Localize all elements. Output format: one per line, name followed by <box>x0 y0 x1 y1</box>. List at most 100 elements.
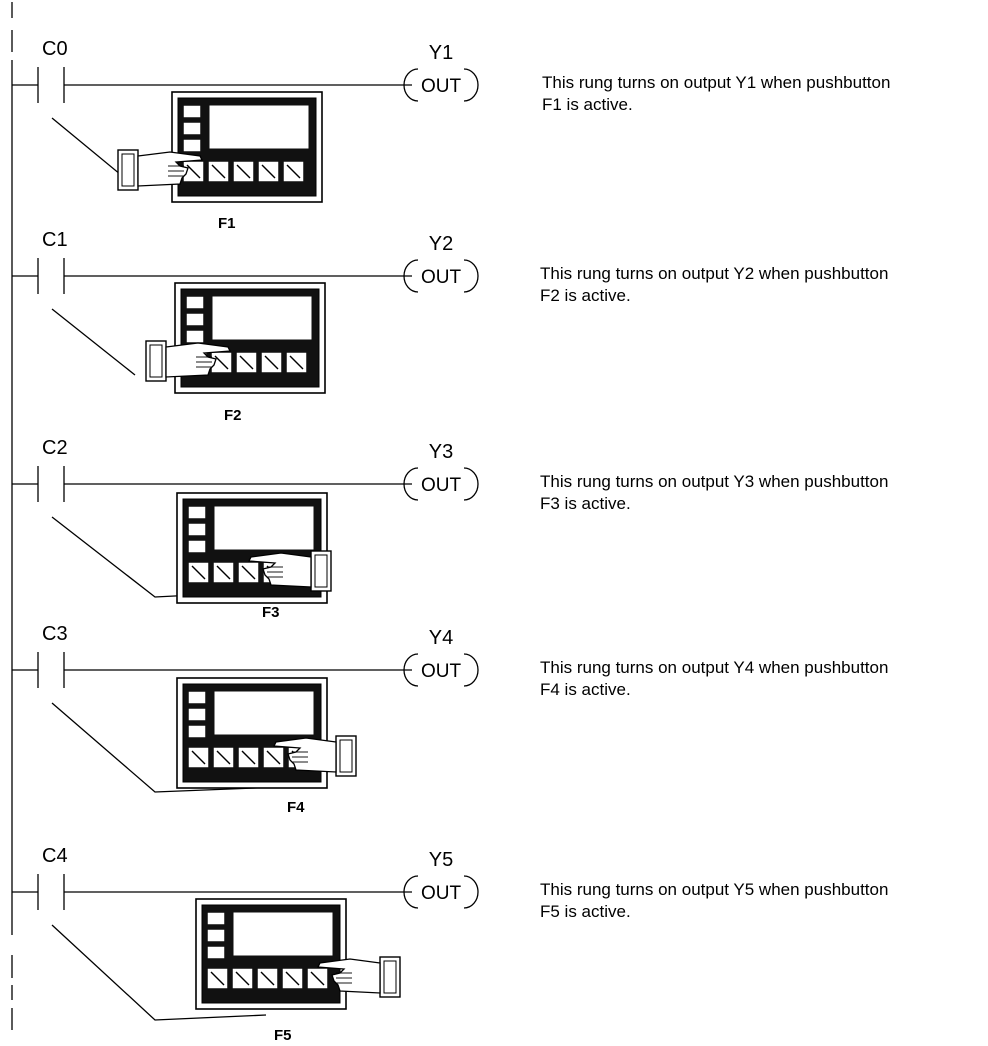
panel-key-mark <box>216 565 231 580</box>
panel-key-mark <box>214 355 229 370</box>
rung-note-line-1: This rung turns on output Y5 when pushbu… <box>540 880 888 899</box>
contact-label: C1 <box>42 229 68 251</box>
hand-cuff-band <box>339 739 353 773</box>
panel-key-mark <box>211 164 226 179</box>
panel-key-mark <box>236 164 251 179</box>
coil-right-arc <box>463 467 479 501</box>
hand-cuff <box>379 956 401 998</box>
hand-cuff-band <box>383 960 397 994</box>
coil-right-arc <box>463 259 479 293</box>
coil-left-arc <box>403 467 419 501</box>
panel-key-mark <box>239 355 254 370</box>
coil-right-arc <box>463 68 479 102</box>
contact-label: C2 <box>42 437 68 459</box>
hand-cuff-band <box>149 344 163 378</box>
panel-key-mark <box>310 971 325 986</box>
hand-icon <box>145 340 232 382</box>
panel-led <box>188 506 206 519</box>
function-key-label: F3 <box>262 604 280 621</box>
panel-led <box>188 725 206 738</box>
operator-panel-icon <box>171 91 323 203</box>
hand-icon <box>272 735 357 777</box>
coil-text: OUT <box>421 475 462 496</box>
coil-label: Y2 <box>429 233 453 255</box>
coil-label: Y1 <box>429 42 453 64</box>
rung-note-line-1: This rung turns on output Y2 when pushbu… <box>540 264 888 283</box>
rung-note-line-1: This rung turns on output Y1 when pushbu… <box>542 73 890 92</box>
hand-cuff-band <box>314 554 328 588</box>
panel-display <box>214 506 314 550</box>
leader-line <box>51 308 136 376</box>
hand-icon <box>316 956 401 998</box>
coil-text: OUT <box>421 267 462 288</box>
rung-note-line-1: This rung turns on output Y3 when pushbu… <box>540 472 888 491</box>
contact-label: C4 <box>42 845 68 867</box>
hand-cuff-band <box>121 153 135 187</box>
panel-led <box>188 708 206 721</box>
hand-shape <box>137 151 204 187</box>
operator-panel-icon <box>195 898 347 1010</box>
panel-display <box>214 691 314 735</box>
coil-text: OUT <box>421 883 462 904</box>
coil-left-arc <box>403 875 419 909</box>
panel-key-mark <box>191 750 206 765</box>
panel-led <box>188 523 206 536</box>
hand-shape <box>316 958 381 994</box>
coil-left-arc <box>403 653 419 687</box>
operator-panel-icon <box>176 677 328 789</box>
hand-icon <box>117 149 204 191</box>
panel-display <box>212 296 312 340</box>
hand-cuff <box>117 149 139 191</box>
hand-cuff <box>310 550 332 592</box>
panel-key-mark <box>235 971 250 986</box>
hand-cuff <box>145 340 167 382</box>
panel-led <box>186 330 204 343</box>
panel-led <box>207 946 225 959</box>
coil-right-arc <box>463 653 479 687</box>
panel-key-mark <box>210 971 225 986</box>
function-key-label: F4 <box>287 799 305 816</box>
function-key-label: F1 <box>218 215 236 232</box>
function-key-label: F5 <box>274 1027 292 1044</box>
panel-key-mark <box>286 164 301 179</box>
coil-label: Y4 <box>429 627 453 649</box>
panel-led <box>188 540 206 553</box>
rung-note-line-2: F4 is active. <box>540 680 631 699</box>
panel-key-mark <box>266 750 281 765</box>
panel-key-mark <box>289 355 304 370</box>
coil-left-arc <box>403 259 419 293</box>
leader-line <box>51 924 267 1021</box>
panel-display <box>233 912 333 956</box>
panel-key-mark <box>216 750 231 765</box>
function-key-label: F2 <box>224 407 242 424</box>
hand-cuff <box>335 735 357 777</box>
panel-key-mark <box>186 164 201 179</box>
panel-key-mark <box>264 355 279 370</box>
contact-label: C0 <box>42 38 68 60</box>
hand-shape <box>272 737 337 773</box>
rung-note-line-2: F3 is active. <box>540 494 631 513</box>
panel-led <box>207 929 225 942</box>
rung-note-line-1: This rung turns on output Y4 when pushbu… <box>540 658 888 677</box>
operator-panel-icon <box>176 492 328 604</box>
coil-text: OUT <box>421 76 462 97</box>
rung-note-line-2: F2 is active. <box>540 286 631 305</box>
panel-key-mark <box>260 971 275 986</box>
coil-label: Y3 <box>429 441 453 463</box>
coil-label: Y5 <box>429 849 453 871</box>
panel-key-mark <box>241 750 256 765</box>
panel-display <box>209 105 309 149</box>
panel-led <box>188 691 206 704</box>
hand-shape <box>247 552 312 588</box>
coil-left-arc <box>403 68 419 102</box>
panel-key-mark <box>191 565 206 580</box>
panel-key-mark <box>241 565 256 580</box>
coil-text: OUT <box>421 661 462 682</box>
panel-led <box>183 105 201 118</box>
